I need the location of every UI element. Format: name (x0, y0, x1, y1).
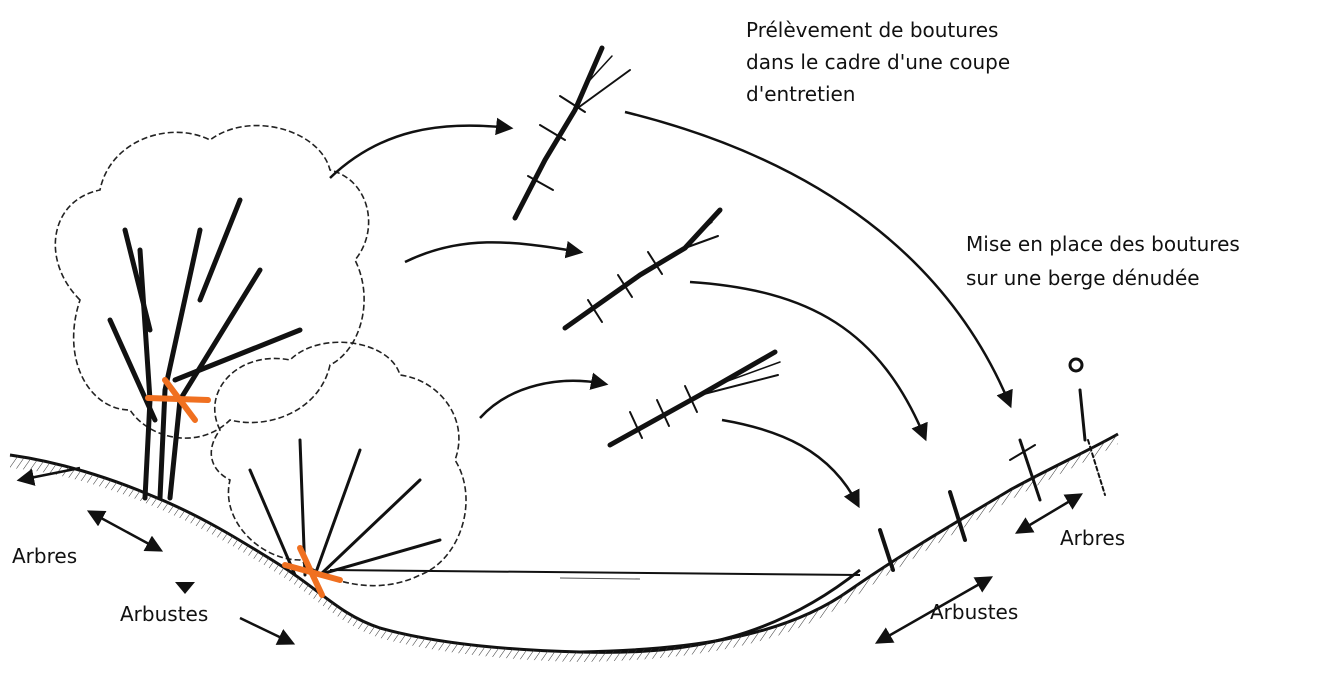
harvest-annotation-line-2: dans le cadre d'une coupe (746, 46, 1010, 78)
label-right-shrubs: Arbustes (930, 596, 1018, 628)
cutting-3 (610, 352, 780, 445)
label-left-shrubs: Arbustes (120, 598, 208, 630)
left-bank-soil-hatch (10, 455, 580, 662)
water-surface (330, 570, 860, 575)
tree-trunks-large (110, 200, 300, 498)
tree-branches-small (250, 440, 440, 575)
cutting-2 (565, 210, 720, 328)
cutting-1 (515, 48, 630, 218)
down-triangle-marker (175, 582, 195, 594)
harvest-annotation-line-1: Prélèvement de boutures (746, 14, 998, 46)
planting-annotation-line-1: Mise en place des boutures (966, 228, 1240, 260)
right-bank-ground (580, 434, 1118, 652)
label-left-trees: Arbres (12, 540, 77, 572)
label-right-trees: Arbres (1060, 522, 1125, 554)
water-ripple (560, 578, 640, 579)
tree-canopy-large (55, 126, 368, 439)
harvest-annotation-line-3: d'entretien (746, 78, 855, 110)
right-bank-soil-hatch (580, 434, 1118, 662)
transfer-arrows (330, 126, 605, 418)
planting-arrows (625, 112, 1010, 505)
planting-annotation-line-2: sur une berge dénudée (966, 262, 1200, 294)
